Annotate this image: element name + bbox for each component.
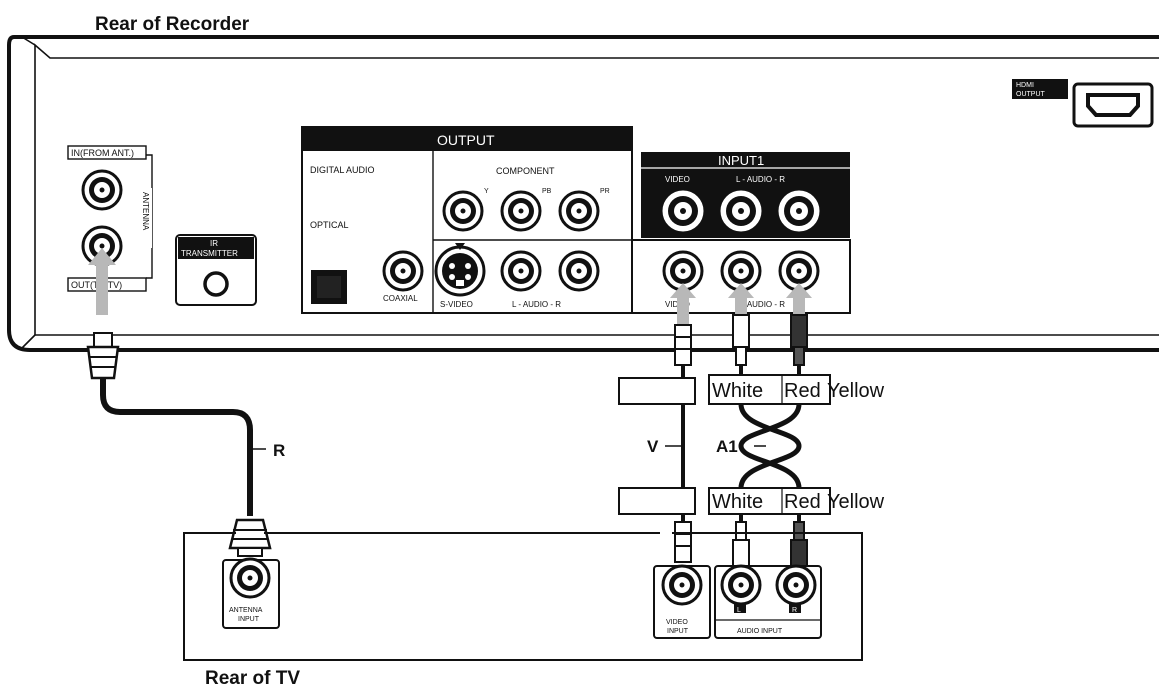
component-y-jack[interactable] [442,190,484,232]
component-label: COMPONENT [496,166,555,176]
bottom-yellow-label: Yellow [827,491,885,513]
hdmi-output[interactable]: HDMI OUTPUT [1012,79,1154,128]
svg-text:VIDEO: VIDEO [666,619,688,626]
bottom-white-label: White [712,491,763,513]
input1-audio-label: L - AUDIO - R [736,175,785,184]
svideo-label: S-VIDEO [440,300,473,309]
lower-audio-label: L - AUDIO - R [736,300,785,309]
top-red-label: Red [784,380,821,402]
svg-text:HDMI: HDMI [1016,82,1034,89]
svg-text:PB: PB [542,188,552,195]
component-pr-jack[interactable] [558,190,600,232]
tv-title: Rear of TV [205,668,300,689]
color-labels-top: White Red Yellow [708,374,885,405]
antenna-in-jack[interactable] [81,169,123,211]
svg-text:INPUT: INPUT [667,628,689,635]
svg-text:TRANSMITTER: TRANSMITTER [181,249,238,258]
ir-transmitter[interactable]: IR TRANSMITTER [175,234,257,306]
output-audio-label: L - AUDIO - R [512,300,561,309]
cable-label-r: R [273,441,285,460]
direction-arrows [88,248,812,325]
cable-label-v: V [647,437,659,456]
tv-rear-panel [183,532,863,661]
svg-text:AUDIO INPUT: AUDIO INPUT [737,628,783,635]
antenna-in-label: IN(FROM ANT.) [71,148,134,158]
optical-label: OPTICAL [310,220,349,230]
audio-cable [732,314,808,571]
cable-label-a1: A1 [716,437,738,456]
digital-audio-label: DIGITAL AUDIO [310,165,375,175]
top-white-label: White [712,380,763,402]
output-audio-r-jack[interactable] [558,250,600,292]
top-yellow-label: Yellow [827,380,885,402]
svg-text:Y: Y [484,188,489,195]
tv-audio-input[interactable]: L R AUDIO INPUT [714,564,822,639]
output-audio-l-jack[interactable] [500,250,542,292]
antenna-side-label: ANTENNA [141,192,150,231]
svg-text:PR: PR [600,188,610,195]
tv-antenna-input[interactable]: ANTENNA INPUT [222,557,280,629]
recorder-title: Rear of Recorder [95,14,250,35]
input1-video-label: VIDEO [665,175,690,184]
input1-video-jack[interactable] [662,190,704,232]
svg-text:R: R [792,607,797,614]
input1-header: INPUT1 [718,153,764,168]
recorder-rear-panel [7,35,1159,352]
svideo-jack[interactable] [434,243,486,297]
svg-text:INPUT: INPUT [238,616,260,623]
svg-text:OUTPUT: OUTPUT [1016,91,1046,98]
svg-text:L: L [737,607,741,614]
video-cable [618,324,696,563]
output-section: OUTPUT DIGITAL AUDIO OPTICAL COAXIAL COM… [301,126,633,314]
color-labels-bottom: White Red Yellow [708,487,885,515]
svg-text:IR: IR [210,239,218,248]
tv-video-input[interactable]: VIDEO INPUT [653,564,711,639]
bottom-red-label: Red [784,491,821,513]
input1-audio-r-jack[interactable] [778,190,820,232]
antenna-cable [86,332,272,557]
input1-audio-l-jack[interactable] [720,190,762,232]
component-pb-jack[interactable] [500,190,542,232]
coaxial-jack[interactable] [382,250,424,292]
coaxial-label: COAXIAL [383,294,418,303]
svg-text:ANTENNA: ANTENNA [229,607,263,614]
antenna-connectors: IN(FROM ANT.) ANTENNA OUT(TO TV) [67,145,153,292]
output-header: OUTPUT [437,132,495,148]
